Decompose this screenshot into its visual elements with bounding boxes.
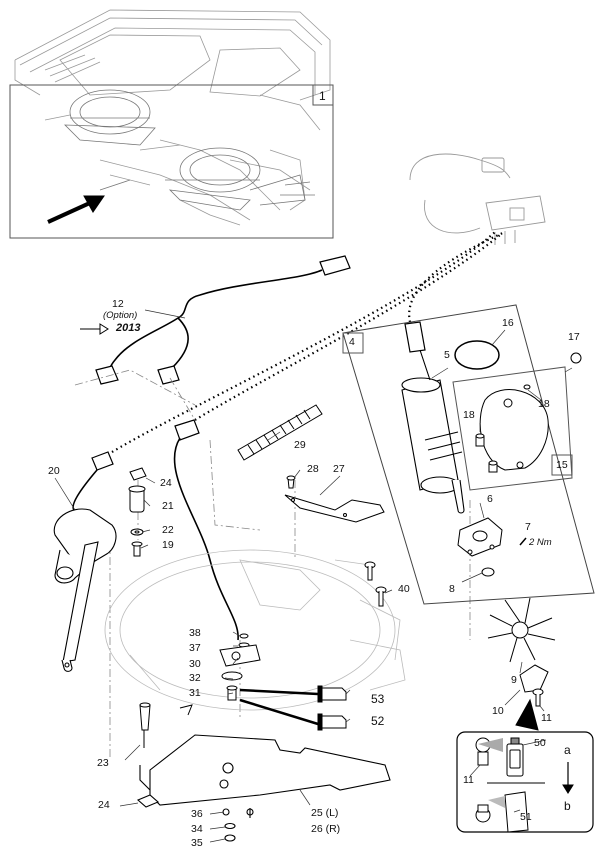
thread-lock-inset <box>456 731 594 833</box>
screws-40 <box>364 561 387 607</box>
base-plate <box>136 734 391 842</box>
callout-36: 36 <box>191 808 203 820</box>
background-base-sketch <box>104 549 406 711</box>
motor-part <box>401 349 465 514</box>
callout-31: 31 <box>189 687 201 699</box>
callout-51: 51 <box>520 811 532 823</box>
callout-28: 28 <box>307 463 319 475</box>
part-10 <box>519 664 549 693</box>
spring-part <box>237 404 323 461</box>
callout-30: 30 <box>189 658 201 670</box>
callout-22: 22 <box>162 524 174 536</box>
callout-35: 35 <box>191 837 203 849</box>
callout-24-top: 24 <box>160 477 172 489</box>
actuator-cable <box>72 469 98 511</box>
callout-18-right: 18 <box>538 398 550 410</box>
detail-box-15 <box>452 366 573 491</box>
inset-frame-1 <box>9 84 334 239</box>
callout-7-torque: 2 Nm <box>529 537 552 548</box>
callout-4: 4 <box>349 336 355 348</box>
callout-8: 8 <box>449 583 455 595</box>
impeller-part <box>487 597 556 663</box>
leader-lines <box>54 309 573 843</box>
callout-53: 53 <box>371 692 385 706</box>
harness-connectors <box>91 255 426 471</box>
threadlock-bottle <box>506 737 524 777</box>
inset-screw-bottom <box>475 804 491 823</box>
seal-ring <box>454 340 500 370</box>
hub-part <box>457 517 503 557</box>
callout-5: 5 <box>444 349 450 361</box>
actuator-part <box>53 508 117 672</box>
callout-34: 34 <box>191 823 203 835</box>
callout-50: 50 <box>534 737 546 749</box>
callout-29: 29 <box>294 439 306 451</box>
grease-tube <box>488 791 529 833</box>
detail-pointer <box>515 698 539 731</box>
detail-box-4 <box>342 304 595 605</box>
callout-24-bottom: 24 <box>98 799 110 811</box>
callout-19: 19 <box>162 539 174 551</box>
callout-7: 7 <box>525 521 531 533</box>
inset-1-tab <box>312 84 334 106</box>
callout-6: 6 <box>487 493 493 505</box>
direction-arrow <box>47 200 93 224</box>
bracket-part <box>284 475 385 523</box>
callout-12-option: (Option) <box>103 310 138 321</box>
main-connector-sketch <box>409 153 546 245</box>
washer-8-part <box>481 567 495 577</box>
callout-38: 38 <box>189 627 201 639</box>
callout-21: 21 <box>162 500 174 512</box>
callout-1: 1 <box>319 89 326 103</box>
callout-9: 9 <box>511 674 517 686</box>
cover-part <box>475 384 549 473</box>
callout-23: 23 <box>97 757 109 769</box>
small-hardware-left <box>128 467 151 748</box>
cap-part <box>570 352 582 364</box>
callout-37: 37 <box>189 642 201 654</box>
direction-label-a: a <box>564 743 571 757</box>
callout-11-inset: 11 <box>463 774 474 786</box>
callout-12-year: 2013 <box>116 322 141 334</box>
callout-32: 32 <box>189 672 201 684</box>
callout-26: 26 (R) <box>311 823 341 835</box>
inset-1-detail <box>64 89 315 211</box>
callout-20: 20 <box>48 465 60 477</box>
callout-18-left: 18 <box>463 409 475 421</box>
callout-12: 12 <box>112 298 124 310</box>
callout-40: 40 <box>398 583 410 595</box>
callout-25: 25 (L) <box>311 807 339 819</box>
threadlock-wedge <box>478 738 503 752</box>
screw-7-part <box>519 537 527 546</box>
dotted-cables <box>111 230 506 453</box>
callout-27: 27 <box>333 463 345 475</box>
callout-17: 17 <box>568 331 580 343</box>
callout-16: 16 <box>502 317 514 329</box>
direction-label-b: b <box>564 799 571 813</box>
callout-10: 10 <box>492 705 504 717</box>
callout-11: 11 <box>541 712 552 724</box>
sensor-cable <box>173 437 239 641</box>
callout-52: 52 <box>371 714 385 728</box>
callout-15: 15 <box>556 459 568 471</box>
lubricant-tubes <box>239 685 347 731</box>
screw-11-part <box>532 688 544 707</box>
